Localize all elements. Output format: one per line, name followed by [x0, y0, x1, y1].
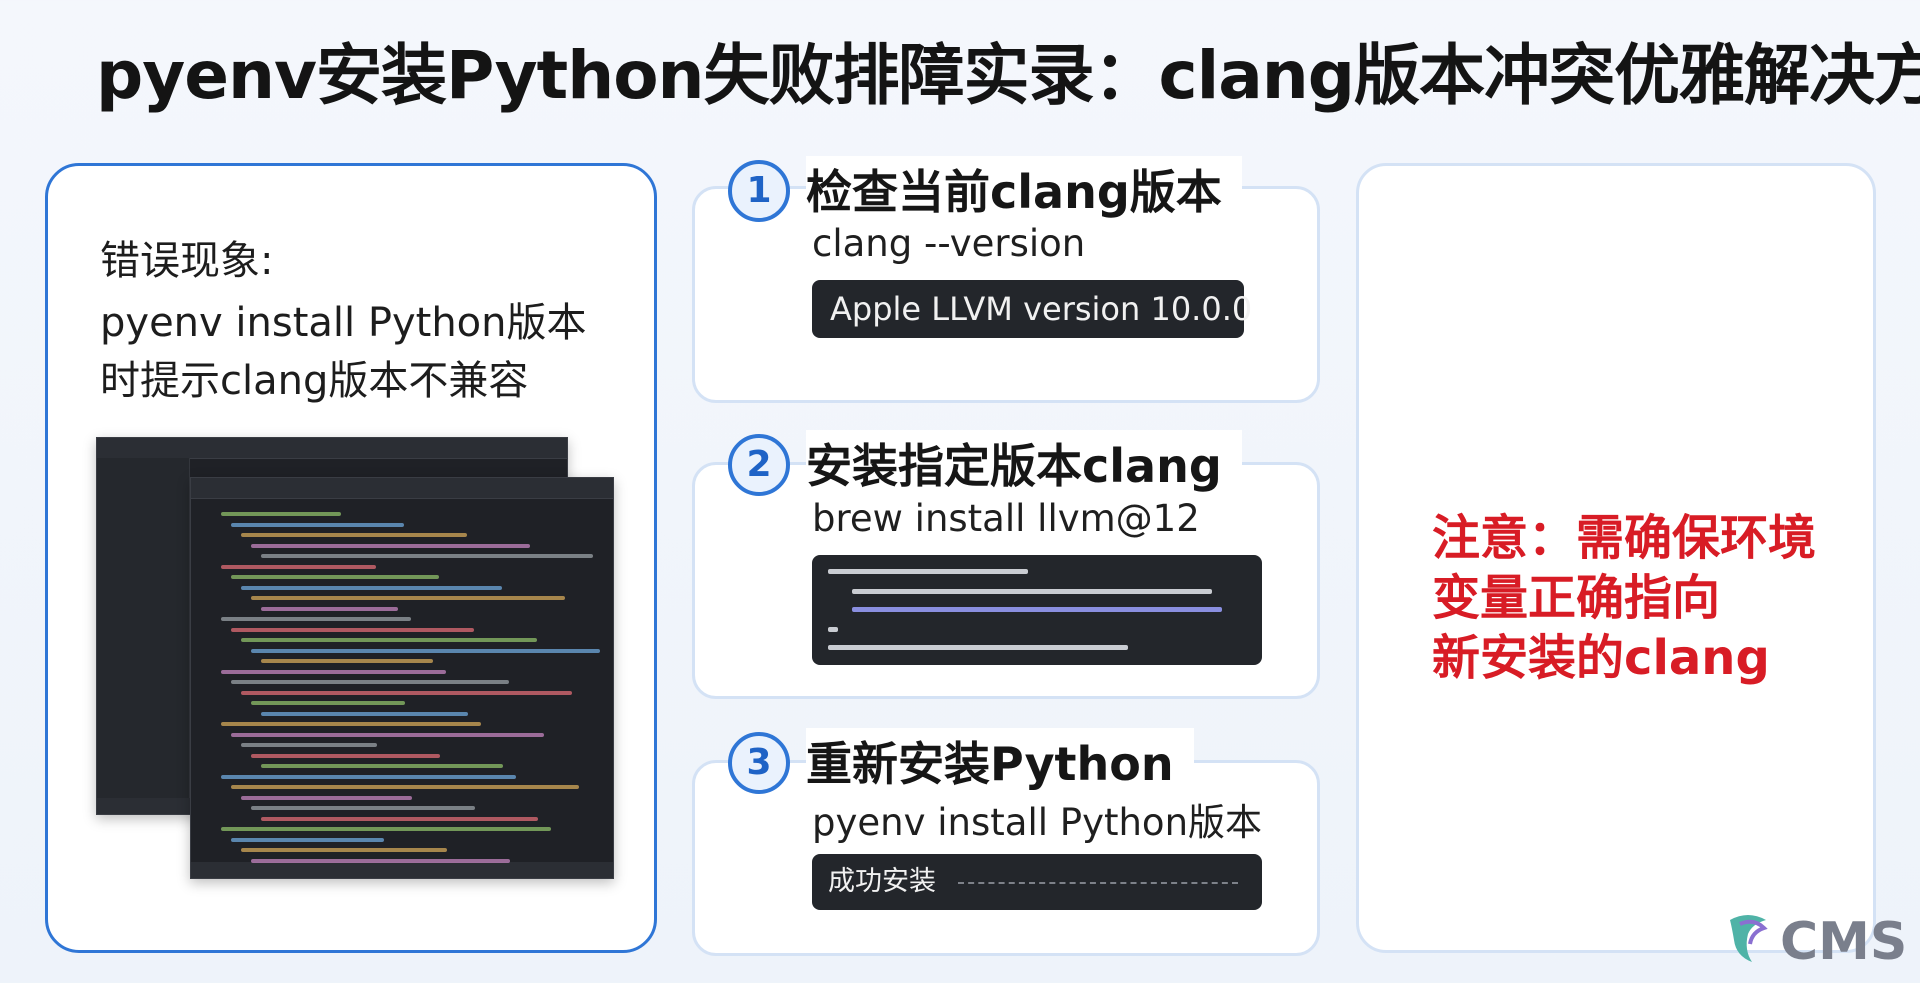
code-line — [231, 837, 384, 842]
error-description-line2: 时提示clang版本不兼容 — [100, 358, 529, 404]
step-title-1: 检查当前clang版本 — [806, 156, 1242, 222]
note-panel — [1356, 163, 1876, 953]
cms-logo-text: CMS — [1780, 912, 1908, 972]
step-title-2: 安装指定版本clang — [806, 430, 1242, 496]
terminal-line — [852, 589, 1212, 594]
terminal-line — [852, 607, 1222, 612]
terminal-line — [828, 627, 838, 632]
code-line — [221, 774, 516, 779]
step-title-3: 重新安装Python — [806, 728, 1194, 794]
code-line — [251, 543, 530, 548]
code-line — [231, 575, 439, 579]
code-line — [261, 711, 468, 716]
page-title: pyenv安装Python失败排障实录：clang版本冲突优雅解决方法 — [96, 37, 1920, 114]
code-line — [241, 533, 467, 537]
code-line — [221, 617, 411, 621]
editor-titlebar — [191, 478, 613, 499]
code-line — [261, 659, 433, 663]
step-command-3: pyenv install Python版本 — [812, 801, 1263, 844]
note-line-2: 变量正确指向 — [1432, 570, 1721, 626]
cms-logo-icon — [1730, 915, 1768, 962]
code-line — [221, 512, 341, 516]
code-line — [251, 806, 475, 810]
code-line — [241, 585, 502, 590]
code-line — [231, 522, 404, 527]
step-number-1: 1 — [728, 160, 790, 222]
terminal-output-2 — [812, 555, 1262, 665]
error-panel: 错误现象: pyenv install Python版本 时提示clang版本不… — [45, 163, 657, 953]
code-line — [251, 701, 405, 705]
terminal-output-1: Apple LLVM version 10.0.0 — [812, 280, 1252, 338]
code-editor-screenshot-front — [190, 477, 614, 879]
code-line — [251, 858, 510, 863]
code-line — [261, 606, 398, 611]
code-line — [251, 596, 565, 600]
editor-sidebar — [97, 458, 190, 814]
editor-statusbar — [191, 862, 613, 878]
code-line — [231, 732, 544, 737]
code-line — [261, 816, 538, 821]
terminal-output-3-text: 成功安装 — [828, 866, 936, 897]
code-line — [251, 753, 440, 758]
code-line — [241, 743, 377, 747]
cms-logo: CMS — [1722, 910, 1907, 974]
code-line — [241, 638, 537, 642]
step-command-1: clang --version — [812, 222, 1086, 265]
step-command-2: brew install llvm@12 — [812, 497, 1200, 540]
progress-dashes — [958, 882, 1238, 884]
editor-titlebar — [97, 438, 567, 459]
code-line — [241, 848, 447, 852]
note-line-1: 注意：需确保环境 — [1432, 510, 1817, 566]
code-line — [221, 827, 551, 831]
code-line — [251, 648, 600, 653]
step-number-2: 2 — [728, 434, 790, 496]
note-line-3: 新安装的clang — [1432, 630, 1770, 686]
code-line — [261, 764, 503, 768]
terminal-line — [828, 645, 1128, 650]
step-number-3: 3 — [728, 732, 790, 794]
code-line — [221, 564, 376, 569]
code-line — [231, 680, 509, 684]
code-line — [221, 669, 446, 674]
error-description-line1: pyenv install Python版本 — [100, 300, 587, 346]
code-line — [231, 627, 474, 632]
code-line — [261, 554, 593, 558]
terminal-line — [828, 569, 1028, 574]
code-line — [221, 722, 481, 726]
code-line — [241, 795, 412, 800]
code-line — [241, 690, 572, 695]
terminal-output-3: 成功安装 — [812, 854, 1262, 910]
code-line — [231, 785, 579, 789]
error-label: 错误现象: — [100, 238, 274, 284]
